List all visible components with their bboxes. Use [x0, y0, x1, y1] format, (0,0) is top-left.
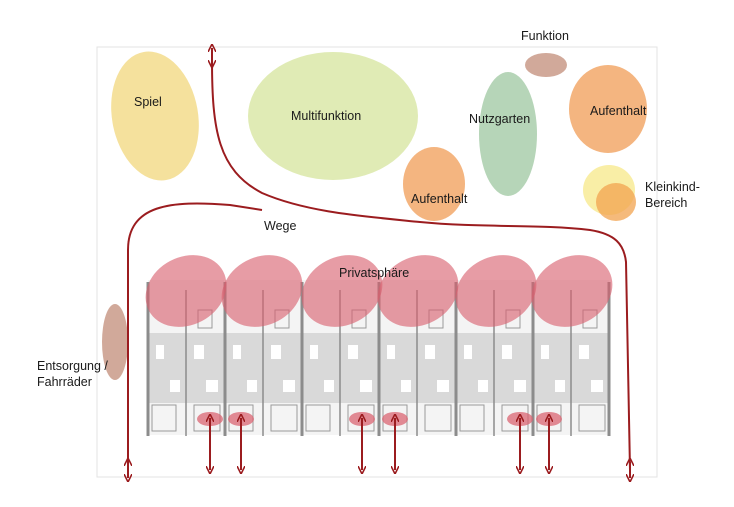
unit-fixture [401, 380, 411, 392]
unit-fixture [387, 345, 395, 359]
site-boundary [96, 46, 658, 478]
zone-multifunktion [248, 52, 418, 180]
label-kleinkind-line2: Bereich [645, 196, 688, 210]
unit-fixture [425, 345, 435, 359]
label-spiel: Spiel [134, 95, 162, 109]
privacy-oval-1 [145, 255, 227, 327]
privacy-oval-4 [377, 255, 459, 327]
path-wege-left [127, 202, 263, 470]
privacy-oval-2 [221, 255, 303, 327]
unit-fixture [579, 345, 589, 359]
label-entsorgung-line2: Fahrräder [37, 375, 92, 389]
unit-fixture [478, 380, 488, 392]
zone-nutzgarten [479, 72, 537, 196]
unit-room [305, 404, 331, 432]
unit-fixture [283, 380, 295, 392]
zone-aufenthalt-right [569, 65, 647, 153]
unit-room [424, 404, 452, 432]
zone-aufenthalt-center [403, 147, 465, 221]
unit-fixture [360, 380, 372, 392]
privacy-oval-3 [301, 255, 383, 327]
unit-fixture [555, 380, 565, 392]
label-funktion: Funktion [521, 29, 569, 43]
unit-fixture [464, 345, 472, 359]
label-aufenthalt-center: Aufenthalt [411, 192, 468, 206]
unit-fixture [591, 380, 603, 392]
unit-entrances [197, 412, 562, 470]
unit-fixture [348, 345, 358, 359]
unit-fixture [156, 345, 164, 359]
unit-fixture [502, 345, 512, 359]
unit-fixture [324, 380, 334, 392]
unit-room [270, 404, 298, 432]
label-multifunktion: Multifunktion [291, 109, 362, 123]
unit-fixture [437, 380, 449, 392]
label-privatsphaere: Privatsphäre [339, 266, 410, 280]
unit-fixture [541, 345, 549, 359]
unit-fixture [233, 345, 241, 359]
zone-spiel [111, 51, 199, 181]
label-kleinkind-line1: Kleinkind- [645, 180, 700, 194]
unit-fixture [194, 345, 204, 359]
unit-fixture [247, 380, 257, 392]
unit-fixture [206, 380, 218, 392]
unit-fixture [170, 380, 180, 392]
path-wege-top [211, 59, 631, 471]
privacy-oval-5 [455, 255, 537, 327]
label-nutzgarten: Nutzgarten [469, 112, 531, 126]
unit-fixture [310, 345, 318, 359]
label-entsorgung-line1: Entsorgung / [37, 359, 108, 373]
zone-entsorgung [102, 304, 128, 380]
label-aufenthalt-right: Aufenthalt [590, 104, 647, 118]
zone-kleinkind-orange [596, 183, 636, 221]
privacy-zones [145, 255, 613, 327]
unit-room [151, 404, 177, 432]
unit-fixture [271, 345, 281, 359]
zone-funktion [525, 53, 567, 77]
label-wege: Wege [264, 219, 297, 233]
unit-room [578, 404, 606, 432]
unit-room [459, 404, 485, 432]
unit-fixture [514, 380, 526, 392]
privacy-oval-6 [531, 255, 613, 327]
